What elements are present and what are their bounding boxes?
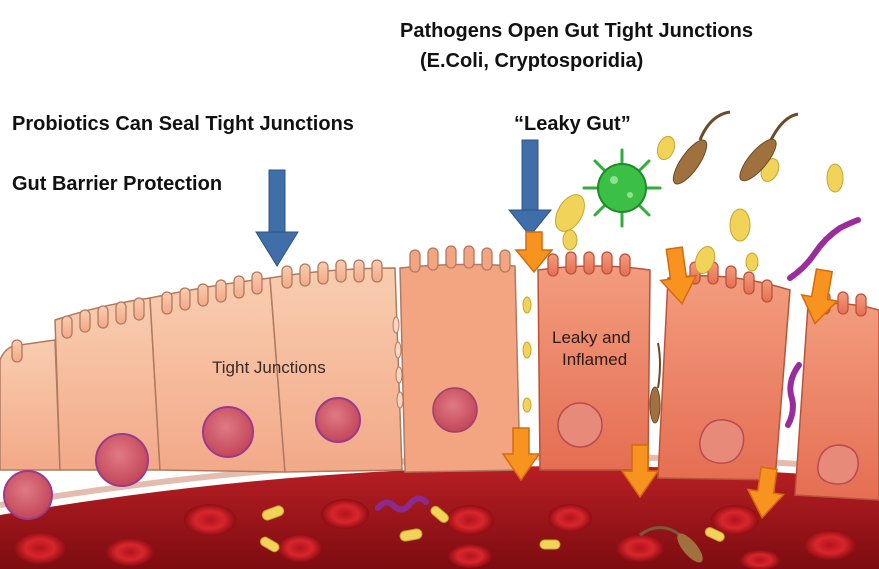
blue-arrow-leaky <box>507 139 553 237</box>
microvilli-transition <box>409 245 511 273</box>
tight-junctions-label: Tight Junctions <box>212 358 326 377</box>
blue-arrow-barrier <box>255 169 299 267</box>
leaky-inflamed-line1: Leaky and <box>552 328 631 347</box>
tight-junction-marks <box>392 316 404 409</box>
barrier-label: Gut Barrier Protection <box>12 173 223 195</box>
pathogens-title-line2: (E.Coli, Cryptosporidia) <box>420 50 644 72</box>
orange-arrows <box>501 231 839 520</box>
red-blood-cells <box>14 499 856 569</box>
leaky-gut-label: “Leaky Gut” <box>514 113 631 135</box>
microvilli-healthy <box>11 259 383 363</box>
pathogens-title-line1: Pathogens Open Gut Tight Junctions <box>400 20 753 42</box>
parasite-in-blood <box>375 495 429 513</box>
worm-in-blood <box>639 526 703 563</box>
bacteria-top <box>522 135 844 413</box>
worms-top <box>672 110 799 185</box>
leaky-inflamed-line2: Inflamed <box>562 350 628 369</box>
nuclei-healthy <box>3 397 361 520</box>
transition-cell <box>399 263 521 473</box>
bacteria-in-blood <box>259 505 725 553</box>
nucleus-transition <box>432 387 478 433</box>
parasites-top <box>785 217 861 428</box>
virus-icon <box>582 148 662 228</box>
nuclei-inflamed <box>557 402 859 485</box>
worm-in-gap <box>649 342 661 424</box>
probiotics-label: Probiotics Can Seal Tight Junctions <box>12 113 354 135</box>
